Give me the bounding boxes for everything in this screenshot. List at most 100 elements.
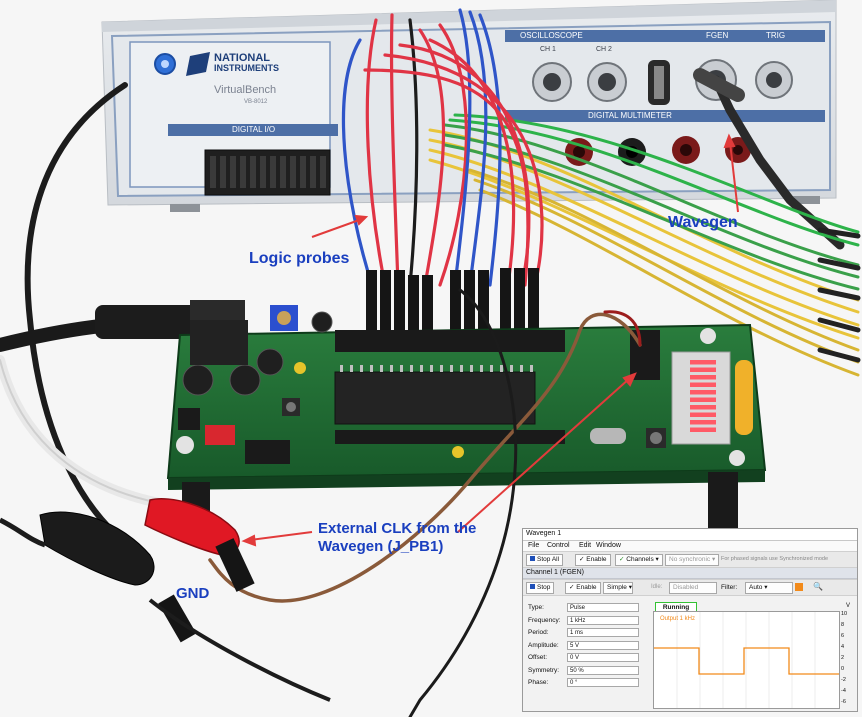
param-label: Amplitude:	[528, 641, 559, 649]
chevron-down-icon: ▾	[655, 556, 659, 563]
param-label: Phase:	[528, 679, 549, 686]
y-unit-label: V	[846, 603, 851, 609]
y-tick-label: 6	[841, 633, 845, 639]
chevron-down-icon: ▾	[712, 556, 716, 563]
check-icon: ✓	[619, 556, 627, 563]
ni-brand-line1: NATIONAL	[214, 52, 271, 64]
enable-all-label: Enable	[586, 556, 607, 563]
sync-dropdown[interactable]: No synchronic ▾	[665, 554, 720, 566]
instrument-model-sub: VB-8012	[244, 99, 268, 105]
led-segment	[690, 420, 716, 425]
y-tick-label: -2	[841, 677, 846, 683]
stop-icon	[530, 556, 535, 561]
sync-label: No synchronic	[669, 556, 711, 563]
alligator-clips	[0, 498, 331, 702]
plot-legend: Output 1 kHz	[660, 616, 696, 622]
clock-wires	[208, 288, 642, 717]
param-value-field[interactable]: 1 kHz	[567, 615, 639, 625]
filter-label: Filter:	[721, 584, 738, 591]
channel-stop-button[interactable]: Stop	[526, 582, 555, 594]
y-tick-label: 10	[841, 611, 848, 617]
param-row: Period: 1 ms	[525, 627, 641, 640]
menu-window[interactable]: Window	[596, 542, 621, 549]
sync-note: For phased signals use Synchronized mode	[721, 556, 829, 562]
led-segment	[690, 375, 716, 380]
led-segment	[690, 382, 716, 387]
pcb-board	[166, 305, 767, 542]
led-bargraph	[671, 351, 731, 445]
menu-edit[interactable]: Edit	[579, 542, 592, 549]
wavegen-titlebar: Wavegen 1 ▫▭✕	[523, 529, 857, 541]
led-segment	[690, 412, 716, 417]
chevron-down-icon: ▾	[764, 584, 768, 591]
idle-label: Idle:	[651, 584, 663, 590]
led-segment	[690, 427, 716, 432]
oscilloscope-label: OSCILLOSCOPE	[520, 31, 583, 40]
channels-button[interactable]: ✓ Channels ▾	[615, 554, 663, 566]
mode-value: Simple	[607, 584, 627, 591]
instrument-model: VirtualBench	[214, 84, 277, 96]
pulse-waveform	[654, 647, 839, 675]
idle-dropdown[interactable]: Disabled	[669, 582, 717, 594]
waveform-svg	[654, 612, 839, 708]
annotation-arrows	[241, 133, 739, 547]
ch2-label: CH 2	[596, 46, 612, 53]
param-value-field[interactable]: 0 V	[567, 653, 639, 662]
ni-brand-line2: INSTRUMENTS	[214, 63, 279, 73]
ext-clk-label-line2: Wavegen (J_PB1)	[318, 538, 444, 555]
param-value-field[interactable]: Pulse	[567, 603, 639, 612]
menu-bar: File Control Edit Window	[523, 541, 857, 551]
param-row: Amplitude: 5 V	[525, 640, 641, 653]
channel-enable-button[interactable]: ✓ Enable	[565, 582, 601, 594]
param-row: Offset:0 V	[525, 652, 641, 665]
channel-header: Channel 1 (FGEN)	[523, 568, 857, 579]
close-icon[interactable]: ✕	[857, 531, 858, 539]
param-row: Phase: 0 °	[525, 677, 641, 690]
check-icon: ✓	[579, 556, 587, 563]
fgen-label: FGEN	[706, 31, 729, 40]
led-segment	[690, 405, 716, 410]
waveform-plot: Output 1 kHz	[653, 611, 840, 709]
param-label: Period:	[528, 629, 549, 636]
param-row: Type: Pulse	[525, 602, 641, 615]
enable-all-button[interactable]: ✓ Enable	[575, 554, 611, 566]
zoom-icon[interactable]: 🔍	[813, 582, 823, 591]
param-value-field[interactable]: 0 °	[567, 678, 639, 687]
y-tick-label: 8	[841, 622, 845, 628]
stop-icon	[530, 584, 535, 589]
digital-io-label: DIGITAL I/O	[232, 125, 276, 134]
param-value-field[interactable]: 5 V	[567, 640, 639, 650]
y-tick-label: -4	[841, 688, 846, 694]
ext-clk-label-line1: External CLK from the	[318, 520, 477, 537]
param-label: Symmetry:	[528, 666, 560, 674]
filter-dropdown[interactable]: Auto ▾	[745, 582, 793, 594]
led-segment	[690, 360, 716, 365]
idle-value: Disabled	[673, 584, 699, 591]
mode-dropdown[interactable]: Simple ▾	[603, 582, 633, 594]
param-row: Symmetry: 50 %	[525, 665, 641, 678]
y-tick-label: 2	[841, 655, 845, 661]
param-value-field[interactable]: 1 ms	[567, 628, 639, 637]
ch1-label: CH 1	[540, 46, 556, 53]
led-segment	[690, 390, 716, 395]
param-row: Frequency: 1 kHz	[525, 615, 641, 628]
wavegen-window: Wavegen 1 ▫▭✕ File Control Edit Window S…	[522, 528, 858, 712]
param-label: Type:	[528, 604, 544, 611]
dmm-jacks	[565, 136, 751, 166]
stop-all-button[interactable]: Stop All	[526, 554, 564, 566]
maximize-icon[interactable]: ▭	[857, 531, 858, 539]
channel-title: Channel 1 (FGEN)	[526, 569, 584, 576]
menu-file[interactable]: File	[528, 542, 540, 549]
menu-control[interactable]: Control	[547, 542, 570, 549]
main-toolbar: Stop All ✓ Enable ✓ Channels ▾ No synchr…	[523, 551, 857, 568]
y-tick-label: -6	[841, 699, 846, 705]
channel-color-swatch[interactable]	[795, 583, 803, 591]
restore-icon[interactable]: ▫	[857, 531, 858, 538]
channel-enable-label: Enable	[576, 584, 597, 591]
param-value-field[interactable]: 50 %	[567, 665, 639, 675]
channel-toolbar: Stop ✓ Enable Simple ▾ Idle: Disabled Fi…	[523, 579, 857, 596]
param-label: Frequency:	[528, 616, 561, 624]
